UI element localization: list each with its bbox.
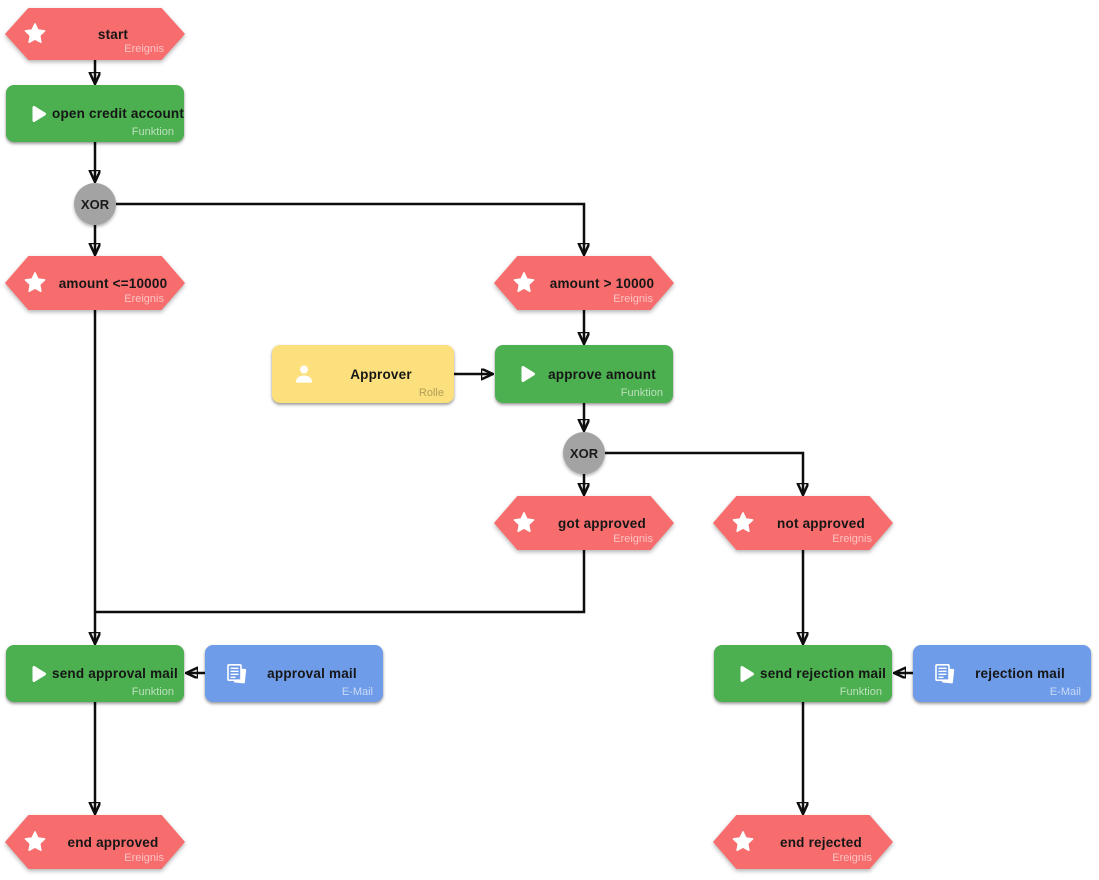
node-type-label: Funktion bbox=[839, 686, 882, 698]
person-icon bbox=[292, 362, 316, 386]
mail-rejection-mail[interactable]: rejection mail E-Mail bbox=[913, 645, 1091, 702]
mail-approval-mail[interactable]: approval mail E-Mail bbox=[205, 645, 383, 702]
node-type-label: Ereignis bbox=[124, 293, 164, 305]
node-label: approval mail bbox=[267, 666, 357, 681]
node-label: send rejection mail bbox=[760, 666, 887, 681]
documents-icon bbox=[225, 662, 249, 686]
edge-xor1-to-amount-gt bbox=[116, 202, 584, 254]
node-type-label: Ereignis bbox=[613, 533, 653, 545]
node-label: amount > 10000 bbox=[549, 275, 655, 291]
xor-connector-2[interactable]: XOR bbox=[563, 432, 605, 474]
node-type-label: Ereignis bbox=[832, 533, 872, 545]
documents-icon bbox=[933, 662, 957, 686]
node-type-label: Funktion bbox=[131, 686, 174, 698]
xor-connector-1[interactable]: XOR bbox=[74, 183, 116, 225]
edge-xor2-to-not-approved bbox=[605, 451, 803, 494]
node-type-label: Ereignis bbox=[832, 852, 872, 864]
event-amount-le-10000[interactable]: amount <=10000 Ereignis bbox=[5, 256, 185, 310]
role-approver[interactable]: Approver Rolle bbox=[272, 345, 454, 403]
event-amount-gt-10000[interactable]: amount > 10000 Ereignis bbox=[494, 256, 674, 310]
node-type-label: Ereignis bbox=[124, 43, 164, 55]
function-send-rejection-mail[interactable]: send rejection mail Funktion bbox=[714, 645, 892, 702]
play-icon bbox=[515, 362, 539, 386]
node-label: start bbox=[97, 26, 129, 42]
star-icon bbox=[512, 511, 536, 535]
star-icon bbox=[23, 271, 47, 295]
node-label: send approval mail bbox=[52, 666, 178, 681]
play-icon bbox=[26, 102, 50, 126]
node-type-label: E-Mail bbox=[341, 686, 373, 698]
event-end-approved[interactable]: end approved Ereignis bbox=[5, 815, 185, 869]
star-icon bbox=[731, 511, 755, 535]
star-icon bbox=[512, 271, 536, 295]
xor-label: XOR bbox=[80, 196, 110, 212]
play-icon bbox=[734, 662, 758, 686]
star-icon bbox=[731, 830, 755, 854]
function-approve-amount[interactable]: approve amount Funktion bbox=[495, 345, 673, 403]
node-type-label: Rolle bbox=[418, 387, 444, 399]
event-not-approved[interactable]: not approved Ereignis bbox=[713, 496, 893, 550]
node-type-label: Ereignis bbox=[124, 852, 164, 864]
node-type-label: Funktion bbox=[131, 126, 174, 138]
node-type-label: Funktion bbox=[620, 387, 663, 399]
xor-label: XOR bbox=[569, 445, 599, 461]
node-label: approve amount bbox=[548, 366, 656, 382]
node-label: end approved bbox=[67, 834, 159, 850]
star-icon bbox=[23, 22, 47, 46]
node-type-label: E-Mail bbox=[1049, 686, 1081, 698]
star-icon bbox=[23, 830, 47, 854]
event-start[interactable]: start Ereignis bbox=[5, 8, 185, 60]
event-got-approved[interactable]: got approved Ereignis bbox=[494, 496, 674, 550]
node-label: got approved bbox=[558, 515, 646, 531]
node-label: not approved bbox=[777, 515, 865, 531]
play-icon bbox=[26, 662, 50, 686]
node-label: end rejected bbox=[780, 834, 862, 850]
function-send-approval-mail[interactable]: send approval mail Funktion bbox=[6, 645, 184, 702]
node-type-label: Ereignis bbox=[613, 293, 653, 305]
edge-got-approved-join bbox=[95, 550, 586, 614]
node-label: open credit account bbox=[52, 106, 185, 121]
event-end-rejected[interactable]: end rejected Ereignis bbox=[713, 815, 893, 869]
function-open-credit-account[interactable]: open credit account Funktion bbox=[6, 85, 184, 142]
node-label: rejection mail bbox=[975, 666, 1065, 681]
node-label: amount <=10000 bbox=[58, 275, 168, 291]
node-label: Approver bbox=[350, 366, 412, 382]
